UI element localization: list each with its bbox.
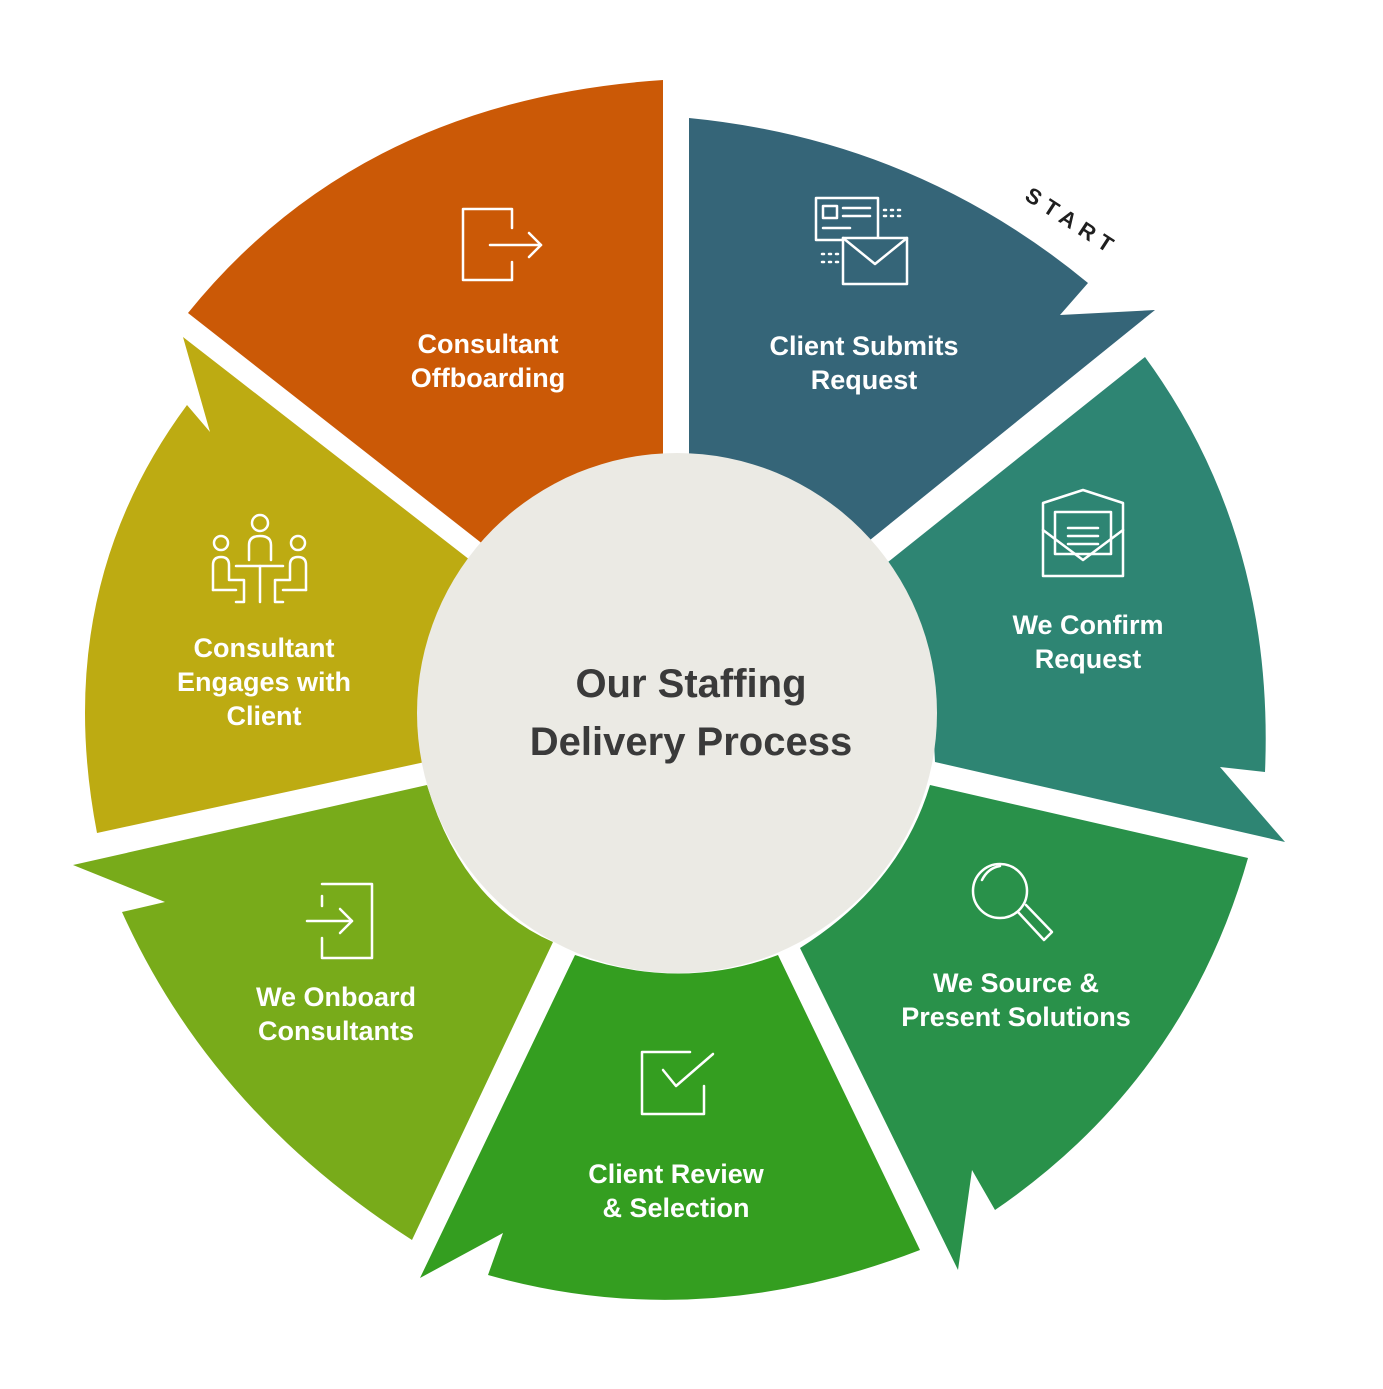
- step-label-line: Consultant: [193, 633, 335, 663]
- segment-we-source: [800, 785, 1248, 1270]
- step-label-consultant-offboarding: Consultant Offboarding: [411, 327, 565, 395]
- step-label-line: We Confirm: [1012, 610, 1164, 640]
- step-label-line: Consultants: [257, 1016, 415, 1046]
- step-label-line: We Onboard: [255, 982, 417, 1012]
- checkbox-icon: [640, 1050, 715, 1116]
- step-label-we-confirm: We Confirm Request: [1012, 608, 1163, 676]
- magnifying-glass-icon: [971, 862, 1054, 942]
- step-label-consultant-engages: Consultant Engages with Client: [177, 631, 351, 733]
- segment-we-onboard: [73, 785, 553, 1240]
- step-label-line: Offboarding: [410, 363, 566, 393]
- step-label-line: Request: [810, 365, 918, 395]
- center-circle: [417, 453, 937, 973]
- step-label-we-source: We Source & Present Solutions: [901, 966, 1131, 1034]
- meeting-people-icon: [211, 513, 308, 604]
- segment-consultant-offboarding: [188, 80, 663, 545]
- step-label-line: Engages with: [176, 667, 352, 697]
- step-label-we-onboard: We Onboard Consultants: [256, 980, 416, 1048]
- step-label-line: Consultant: [417, 329, 559, 359]
- open-envelope-letter-icon: [1041, 488, 1125, 578]
- step-label-line: We Source &: [932, 968, 1100, 998]
- segment-we-confirm: [888, 357, 1285, 842]
- step-label-client-review: Client Review & Selection: [588, 1157, 764, 1225]
- segment-client-submits: [689, 118, 1155, 540]
- segment-consultant-engages: [84, 337, 470, 833]
- step-label-line: & Selection: [602, 1193, 750, 1223]
- step-label-line: Present Solutions: [901, 1002, 1131, 1032]
- diagram-title-line2: Delivery Process: [529, 720, 853, 764]
- step-label-line: Client Review: [588, 1159, 764, 1189]
- step-label-line: Client Submits: [769, 331, 959, 361]
- request-form-envelope-icon: [814, 196, 909, 286]
- diagram-title: Our Staffing Delivery Process: [530, 655, 852, 771]
- step-label-line: Client: [226, 701, 302, 731]
- segment-client-review: [420, 955, 920, 1300]
- diagram-title-line1: Our Staffing: [575, 662, 807, 706]
- step-label-line: Request: [1034, 644, 1142, 674]
- sign-out-icon: [461, 207, 543, 282]
- step-label-client-submits: Client Submits Request: [769, 329, 958, 397]
- sign-in-icon: [305, 882, 374, 960]
